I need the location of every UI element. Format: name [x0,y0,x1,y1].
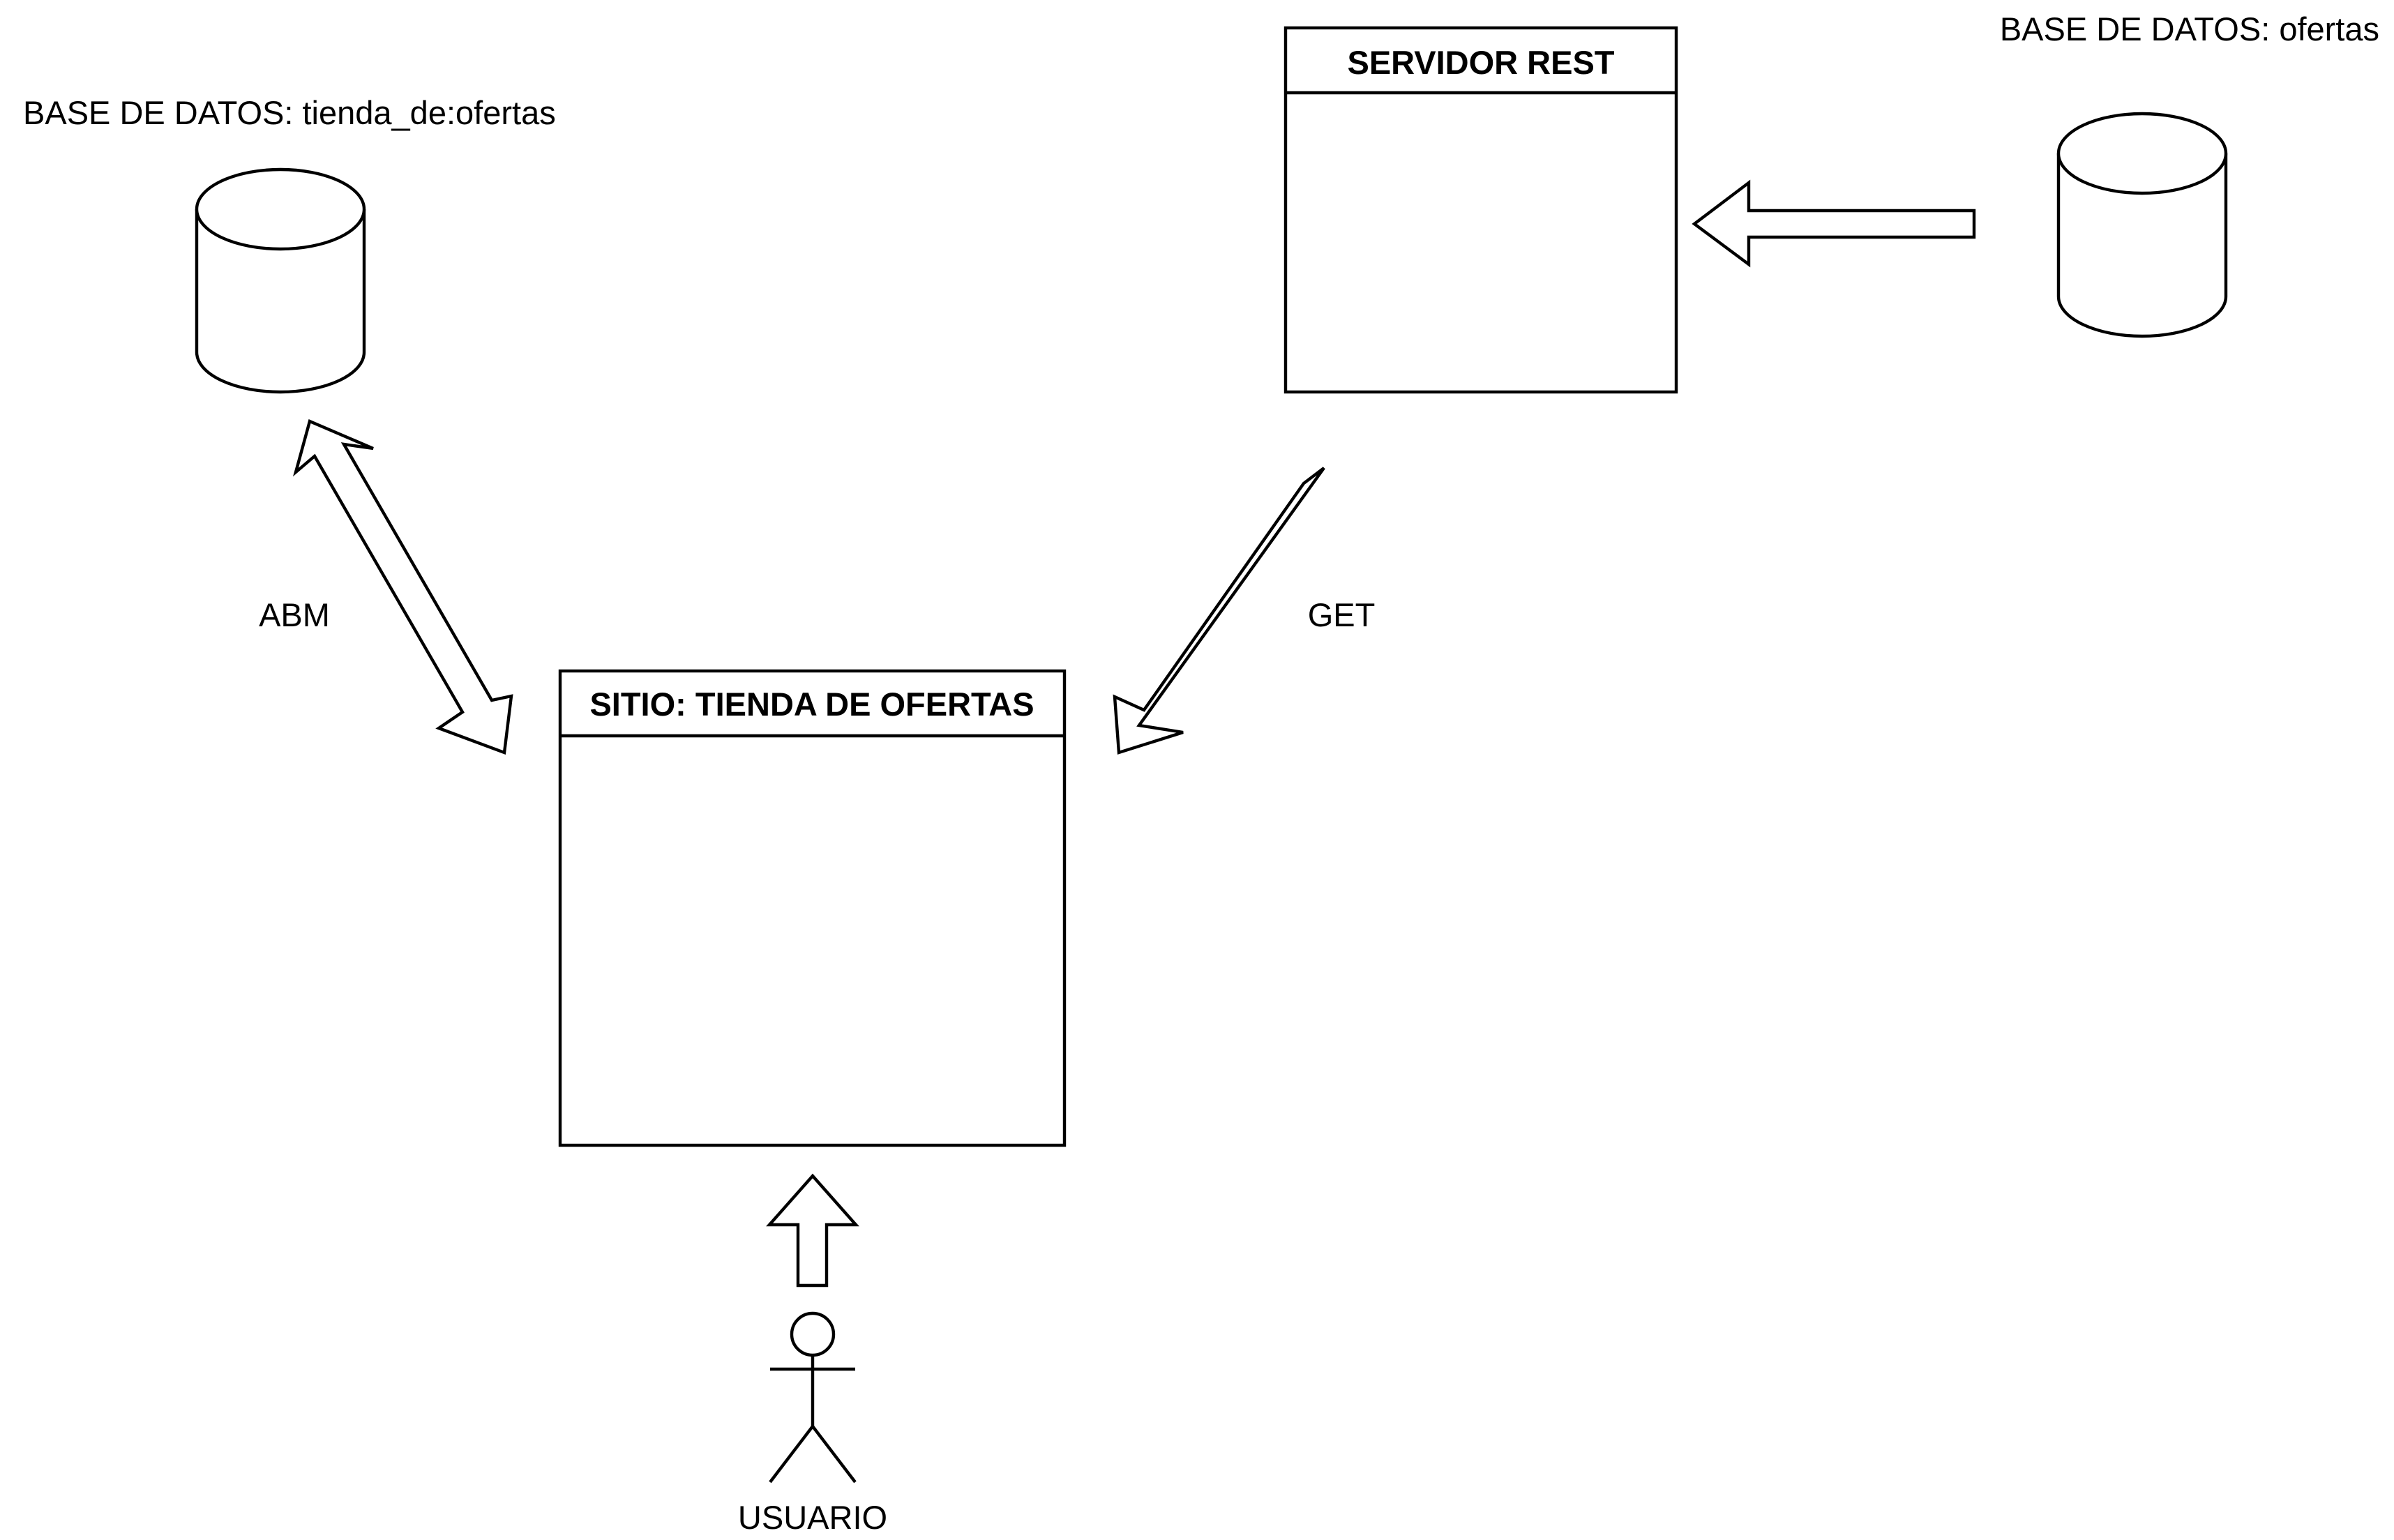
arrow-server-site[interactable]: GET [1113,467,1376,755]
arrow-icon [1692,179,1976,268]
database-left-label: BASE DE DATOS: tienda_de:ofertas [23,94,556,131]
site-box[interactable]: SITIO: TIENDA DE OFERTAS [558,669,1067,1147]
user-label: USUARIO [738,1499,887,1536]
user-actor[interactable]: USUARIO [738,1311,887,1536]
arrow-server-site-label: GET [1308,596,1376,633]
arrow-db-site-label: ABM [259,596,330,633]
arrow-db-server[interactable] [1692,179,1976,268]
site-title: SITIO: TIENDA DE OFERTAS [589,686,1034,723]
server-rest-title: SERVIDOR REST [1347,44,1614,81]
arrow-icon [1113,467,1325,755]
database-cylinder-icon [195,167,366,394]
database-right-label: BASE DE DATOS: ofertas [2000,10,2379,47]
database-right[interactable]: BASE DE DATOS: ofertas [2000,10,2379,338]
site-frame [558,669,1067,1147]
database-left[interactable]: BASE DE DATOS: tienda_de:ofertas [23,94,556,394]
stick-figure-icon [769,1311,857,1484]
double-arrow-icon [292,418,513,755]
database-cylinder-icon [2056,112,2228,338]
server-rest-box[interactable]: SERVIDOR REST [1283,26,1678,394]
server-rest-frame [1283,26,1678,394]
arrow-db-site[interactable]: ABM [259,418,513,755]
arrow-icon [766,1173,859,1288]
arrow-user-site[interactable] [766,1173,859,1288]
